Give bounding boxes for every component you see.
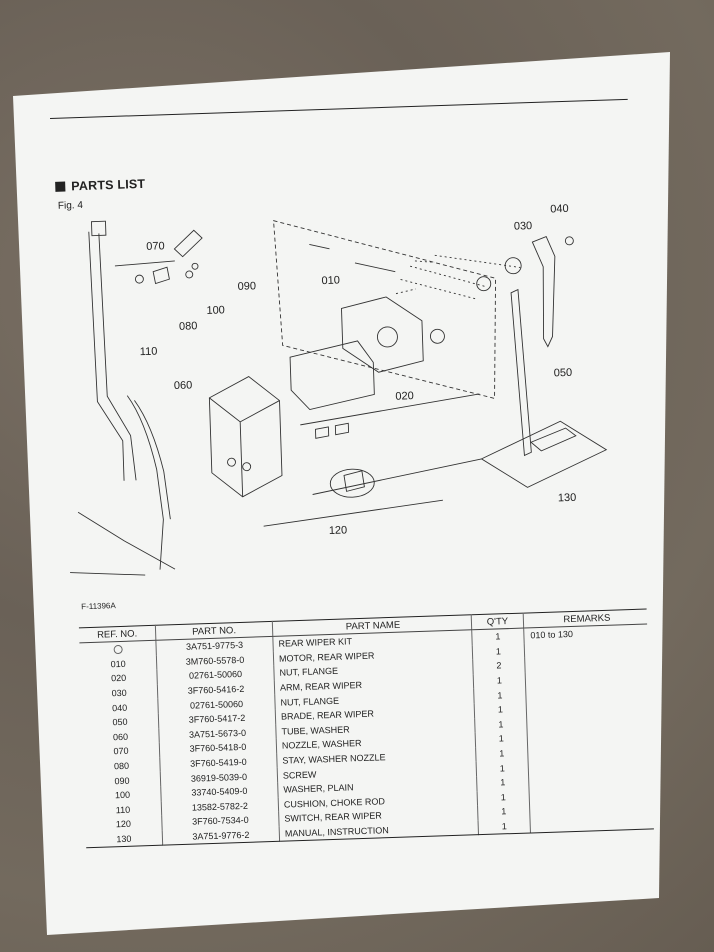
wiper-arm-shape: [531, 236, 556, 348]
callout-100: 100: [206, 304, 225, 317]
washer-tube-line: [126, 395, 164, 570]
exploded-diagram: 070 090 100 080 110 010 030 040 060 020 …: [70, 203, 608, 576]
cell-ref: 130: [85, 830, 163, 849]
figure-label: Fig. 4: [57, 199, 84, 212]
callout-030: 030: [514, 220, 533, 233]
title-row: PARTS LIST: [55, 177, 145, 194]
switch-housing-shape: [329, 468, 375, 498]
parts-table: REF. NO. PART NO. PART NAME Q'TY REMARKS…: [78, 608, 654, 849]
cell-part-no: 3A751-9776-2: [162, 826, 280, 846]
cell-qty: 1: [478, 818, 531, 835]
figure-code: F-11396A: [81, 601, 116, 612]
motor-shape: [341, 296, 424, 373]
document-content: PARTS LIST Fig. 4: [50, 98, 656, 918]
top-rule: [50, 98, 628, 119]
callout-010: 010: [321, 274, 340, 287]
cell-qty: 1: [471, 628, 525, 645]
callout-130: 130: [558, 492, 577, 505]
callout-050: 050: [554, 367, 573, 380]
wiper-blade-shape: [510, 288, 532, 457]
callout-080: 080: [179, 320, 198, 333]
callout-090: 090: [238, 280, 257, 293]
nozzle-shape: [173, 229, 203, 258]
pillar-bracket: [90, 220, 107, 237]
washer-tank-shape: [208, 376, 283, 498]
manual-shape: [480, 420, 608, 488]
callout-040: 040: [550, 203, 569, 216]
header-qty: Q'TY: [471, 613, 524, 630]
cell-remarks: [529, 814, 654, 834]
cab-pillar: [88, 231, 137, 481]
motor-cover-shape: [289, 340, 375, 411]
nut-shape: [564, 236, 574, 246]
callout-110: 110: [140, 346, 158, 359]
page-title: PARTS LIST: [71, 176, 146, 194]
filled-square-icon: [55, 181, 66, 192]
callout-020: 020: [395, 390, 414, 403]
stay-shape: [152, 266, 170, 285]
cushion-shape: [134, 274, 144, 284]
callout-070: 070: [146, 240, 165, 253]
circle-marker-icon: [113, 645, 123, 655]
rear-glass-shape: [273, 220, 497, 399]
callout-060: 060: [174, 379, 193, 392]
callout-120: 120: [329, 524, 348, 537]
